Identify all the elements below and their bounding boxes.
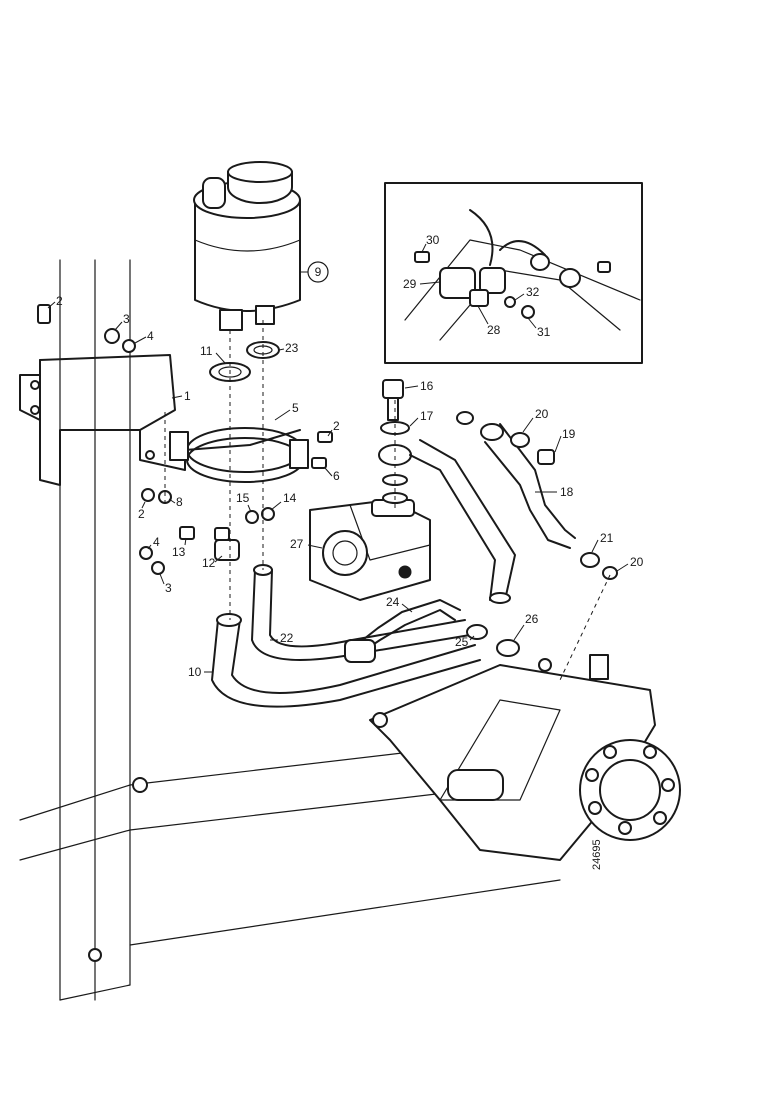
high-pressure-hose [456, 411, 618, 580]
callout-3: 3 [123, 312, 130, 326]
feed-hose [344, 599, 520, 663]
callout-21: 21 [600, 531, 614, 545]
callout-16: 16 [420, 379, 434, 393]
callout-18: 18 [560, 485, 574, 499]
callout-30: 30 [426, 233, 440, 247]
callout-5: 5 [292, 401, 299, 415]
reservoir-bracket [19, 354, 301, 486]
seal-rings [209, 341, 280, 382]
callout-15: 15 [236, 491, 250, 505]
drawing-code: 24695 [591, 839, 603, 870]
reservoir-clamp [169, 427, 309, 483]
callout-labels: 9 2 3 4 1 11 23 5 2 6 8 2 15 14 13 12 4 … [47, 233, 644, 679]
callout-19: 19 [562, 427, 576, 441]
callout-6: 6 [333, 469, 340, 483]
frame-rails [19, 259, 561, 1001]
callout-14: 14 [283, 491, 297, 505]
callout-11: 11 [200, 344, 213, 358]
callout-2: 2 [56, 294, 63, 308]
callout-29: 29 [403, 277, 417, 291]
callout-2: 2 [333, 419, 340, 433]
callout-17: 17 [420, 409, 434, 423]
callout-31: 31 [537, 325, 551, 339]
callout-10: 10 [188, 665, 202, 679]
assembly-lines [164, 320, 611, 681]
callout-26: 26 [525, 612, 539, 626]
steering-pump [309, 499, 431, 601]
pressure-hose [409, 439, 516, 604]
callout-24: 24 [386, 595, 400, 609]
callout-13: 13 [172, 545, 186, 559]
callout-22: 22 [280, 631, 294, 645]
callout-3: 3 [165, 581, 172, 595]
callout-27: 27 [290, 537, 304, 551]
callout-23: 23 [285, 341, 299, 355]
callout-20: 20 [630, 555, 644, 569]
callout-32: 32 [526, 285, 540, 299]
callout-28: 28 [487, 323, 501, 337]
callout-9: 9 [315, 265, 322, 279]
callout-8: 8 [176, 495, 183, 509]
steering-gear [369, 654, 681, 861]
callout-2: 2 [138, 507, 145, 521]
callout-4: 4 [147, 329, 154, 343]
callout-20: 20 [535, 407, 549, 421]
callout-12: 12 [202, 556, 216, 570]
inset-detail [384, 182, 643, 364]
callout-4: 4 [153, 535, 160, 549]
reservoir [193, 161, 301, 331]
callout-25: 25 [455, 635, 469, 649]
callout-1: 1 [184, 389, 191, 403]
fasteners [37, 304, 333, 575]
